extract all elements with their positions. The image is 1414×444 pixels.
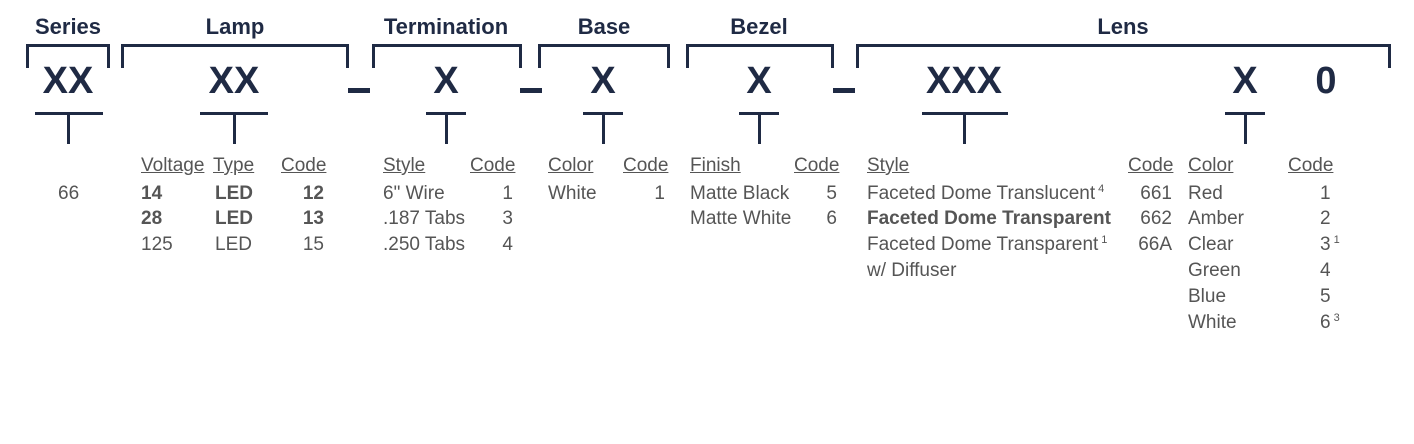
lens-col-style-code: Code xyxy=(1128,155,1174,176)
lens-color-placeholder: X xyxy=(1232,60,1258,102)
series-placeholder: XX xyxy=(42,60,94,102)
lamp-voltage: 14 xyxy=(141,183,163,204)
separator-dash xyxy=(348,88,370,93)
lamp-col-voltage: Voltage xyxy=(141,155,205,176)
lamp-type: LED xyxy=(215,208,253,229)
base-col-code: Code xyxy=(623,155,669,176)
bezel-finish: Matte Black xyxy=(690,183,790,204)
lens-color-code: 1 xyxy=(1320,183,1331,204)
lens-style-stem xyxy=(963,114,966,144)
base-underline xyxy=(583,112,623,115)
bezel-code: 6 xyxy=(826,208,837,229)
lens-color: White xyxy=(1188,312,1237,333)
bezel-col-code: Code xyxy=(794,155,840,176)
termination-stem xyxy=(445,114,448,144)
lens-color: Clear xyxy=(1188,234,1234,255)
series-underline xyxy=(35,112,103,115)
separator-dash xyxy=(520,88,542,93)
termination-header: Termination xyxy=(383,14,509,39)
lens-color: Blue xyxy=(1188,286,1227,307)
lamp-bracket xyxy=(121,44,349,68)
series-stem xyxy=(67,114,70,144)
lens-color-underline xyxy=(1225,112,1265,115)
lamp-code: 12 xyxy=(302,183,324,204)
lamp-code: 13 xyxy=(302,208,324,229)
lamp-code: 15 xyxy=(302,234,324,255)
lens-color: Red xyxy=(1188,183,1223,204)
series-value: 66 xyxy=(58,183,80,204)
lamp-col-code: Code xyxy=(281,155,327,176)
lens-fixed-digit: 0 xyxy=(1315,60,1337,102)
base-header: Base xyxy=(577,14,631,39)
lamp-header: Lamp xyxy=(205,14,265,39)
lens-color: Amber xyxy=(1188,208,1244,229)
lens-style-placeholder: XXX xyxy=(925,60,1003,102)
bezel-col-finish: Finish xyxy=(690,155,741,176)
termination-placeholder: X xyxy=(433,60,459,102)
termination-code: 1 xyxy=(502,183,513,204)
bezel-underline xyxy=(739,112,779,115)
termination-code: 3 xyxy=(502,208,513,229)
footnote-ref: 1 xyxy=(1333,234,1340,246)
bezel-placeholder: X xyxy=(746,60,772,102)
termination-style: .187 Tabs xyxy=(383,208,466,229)
termination-bracket xyxy=(372,44,522,68)
termination-style: 6" Wire xyxy=(383,183,445,204)
termination-col-style: Style xyxy=(383,155,426,176)
lens-col-style: Style xyxy=(867,155,910,176)
lamp-voltage: 28 xyxy=(141,208,163,229)
footnote-ref: 3 xyxy=(1333,312,1340,324)
base-placeholder: X xyxy=(590,60,616,102)
base-bracket xyxy=(538,44,670,68)
footnote-ref: 4 xyxy=(1098,183,1105,195)
base-col-color: Color xyxy=(548,155,594,176)
lens-color-code: 4 xyxy=(1320,260,1331,281)
lamp-col-type: Type xyxy=(213,155,255,176)
lens-style: w/ Diffuser xyxy=(867,260,957,281)
lens-style-code: 662 xyxy=(1140,208,1172,229)
termination-code: 4 xyxy=(502,234,513,255)
termination-underline xyxy=(426,112,466,115)
lens-style-code: 661 xyxy=(1140,183,1172,204)
lens-style-underline xyxy=(922,112,1008,115)
footnote-ref: 1 xyxy=(1101,234,1108,246)
base-code: 1 xyxy=(654,183,665,204)
lamp-placeholder: XX xyxy=(208,60,260,102)
bezel-bracket xyxy=(686,44,834,68)
lamp-type: LED xyxy=(215,183,253,204)
bezel-code: 5 xyxy=(826,183,837,204)
lamp-voltage: 125 xyxy=(141,234,173,255)
bezel-finish: Matte White xyxy=(690,208,792,229)
bezel-header: Bezel xyxy=(730,14,788,39)
series-header: Series xyxy=(34,14,102,39)
lamp-underline xyxy=(200,112,268,115)
lens-color-stem xyxy=(1244,114,1247,144)
lamp-type: LED xyxy=(215,234,252,255)
lens-color-code: 2 xyxy=(1320,208,1331,229)
lens-style: Faceted Dome Transparent xyxy=(867,208,1111,229)
lens-color-code: 5 xyxy=(1320,286,1331,307)
series-bracket xyxy=(26,44,110,68)
bezel-stem xyxy=(758,114,761,144)
lens-style-code: 66A xyxy=(1138,234,1172,255)
lamp-stem xyxy=(233,114,236,144)
lens-col-color: Color xyxy=(1188,155,1234,176)
lens-header: Lens xyxy=(1097,14,1149,39)
lens-bracket xyxy=(856,44,1391,68)
termination-col-code: Code xyxy=(470,155,516,176)
lens-color: Green xyxy=(1188,260,1241,281)
termination-style: .250 Tabs xyxy=(383,234,466,255)
lens-col-color-code: Code xyxy=(1288,155,1334,176)
separator-dash xyxy=(833,88,855,93)
base-stem xyxy=(602,114,605,144)
base-color: White xyxy=(548,183,597,204)
